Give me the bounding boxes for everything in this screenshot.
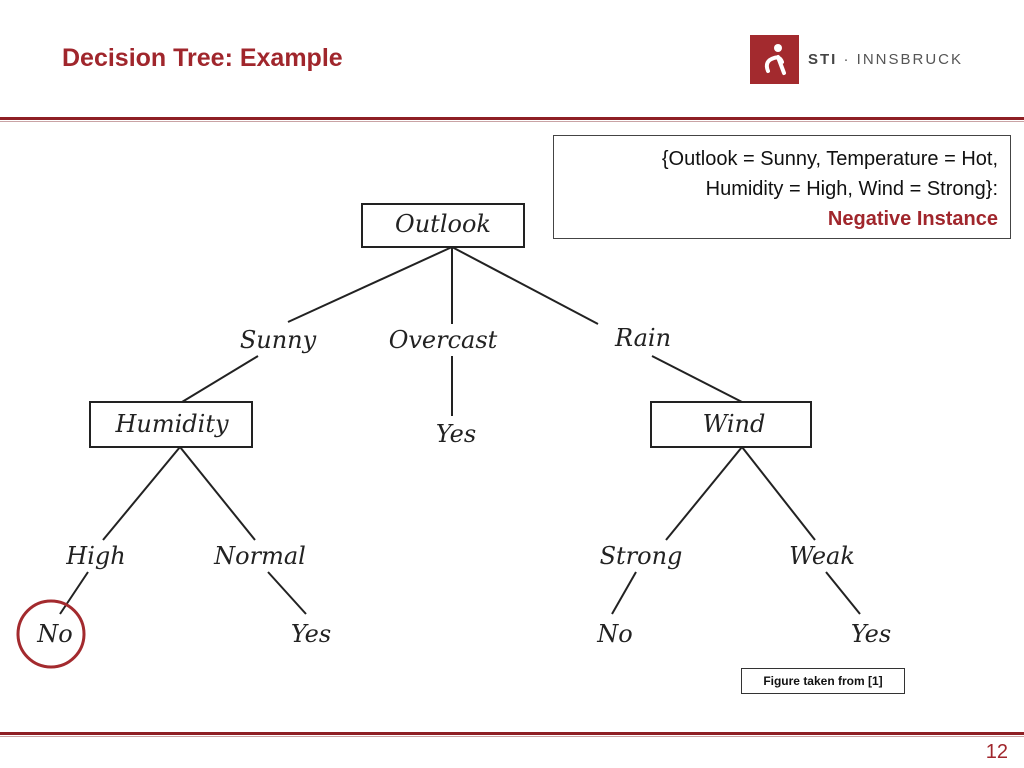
- instance-box: {Outlook = Sunny, Temperature = Hot, Hum…: [553, 135, 1011, 239]
- leaf-high-no: No: [36, 620, 72, 648]
- branch-strong-label: Strong: [600, 542, 683, 570]
- node-box-humidity: [89, 401, 253, 448]
- header-divider-shadow: [0, 121, 1024, 122]
- branch-weak-label: Weak: [789, 542, 855, 570]
- branch-overcast-label: Overcast: [389, 326, 498, 354]
- instance-label: Negative Instance: [827, 208, 998, 230]
- branch-sunny-label: Sunny: [240, 326, 317, 354]
- edge-sunny-humidity: [181, 355, 259, 403]
- edge-strong-no: [611, 571, 637, 615]
- edge-high-no: [59, 571, 89, 615]
- node-humidity-label: Humidity: [114, 410, 229, 438]
- edge-humidity-high: [102, 446, 181, 541]
- edge-normal-yes: [267, 571, 307, 615]
- edge-wind-weak: [741, 446, 816, 541]
- logo-mark-icon: [750, 34, 799, 84]
- node-wind-label: Wind: [703, 410, 766, 438]
- sti-innsbruck-logo: STI · INNSBRUCK: [750, 34, 963, 84]
- edge-outlook-sunny: [287, 246, 453, 323]
- footer-divider-shadow: [0, 736, 1024, 737]
- leaf-strong-no: No: [596, 620, 632, 648]
- instance-line-2: Humidity = High, Wind = Strong}:: [705, 178, 998, 200]
- header-divider: [0, 117, 1024, 120]
- instance-line-1: {Outlook = Sunny, Temperature = Hot,: [661, 148, 998, 170]
- edge-rain-wind: [651, 355, 743, 403]
- figure-caption: Figure taken from [1]: [741, 668, 905, 694]
- leaf-overcast-yes: Yes: [436, 420, 476, 448]
- edge-weak-yes: [825, 571, 861, 615]
- edge-outlook-rain: [451, 246, 599, 325]
- edge-humidity-normal: [179, 446, 256, 541]
- edge-wind-strong: [665, 446, 743, 541]
- node-box-wind: [650, 401, 812, 448]
- highlight-circle: [16, 599, 86, 669]
- slide-title: Decision Tree: Example: [62, 44, 343, 72]
- page-number: 12: [985, 741, 1008, 763]
- branch-high-label: High: [65, 542, 125, 570]
- node-outlook-label: Outlook: [395, 210, 491, 238]
- footer-divider: [0, 732, 1024, 735]
- branch-normal-label: Normal: [213, 542, 306, 570]
- branch-rain-label: Rain: [614, 324, 671, 352]
- logo-text: STI · INNSBRUCK: [808, 50, 964, 68]
- leaf-normal-yes: Yes: [291, 620, 331, 648]
- node-box-outlook: [361, 203, 525, 248]
- leaf-weak-yes: Yes: [851, 620, 891, 648]
